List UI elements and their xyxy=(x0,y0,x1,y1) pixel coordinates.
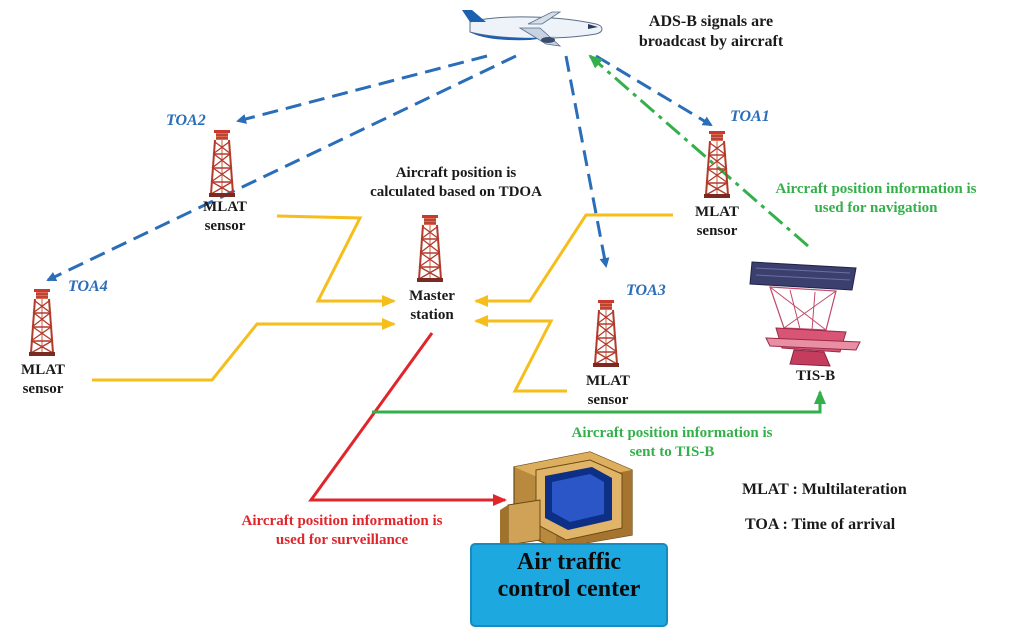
sensor-label-line1: MLAT xyxy=(695,204,739,220)
aircraft-caption-line2: broadcast by aircraft xyxy=(638,33,784,50)
adsb-signal-arrows xyxy=(46,54,713,282)
signal-to-toa1 xyxy=(595,54,713,127)
signal-to-toa4 xyxy=(46,54,517,282)
mlat-sensor-toa3-label: MLAT sensor xyxy=(573,372,643,410)
tisb-radar-icon xyxy=(749,261,861,367)
master-caption-line1: Aircraft position is xyxy=(395,165,517,181)
toa3-label: TOA3 xyxy=(626,282,666,299)
navigation-caption-line1: Aircraft position information is xyxy=(775,181,977,197)
atc-label-line1: Air traffic xyxy=(516,549,622,575)
master-label-line2: station xyxy=(410,306,454,323)
sensor-label-line2: sensor xyxy=(587,391,629,408)
master-label-line1: Master xyxy=(409,288,455,304)
sensor-label-line2: sensor xyxy=(204,217,246,234)
master-station-caption: Aircraft position is calculated based on… xyxy=(340,164,572,202)
mlat-sensor-toa1-label: MLAT sensor xyxy=(682,203,752,241)
atc-center-label: Air traffic control center xyxy=(470,549,668,603)
surveillance-caption: Aircraft position information is used fo… xyxy=(206,512,478,550)
link-sensor-top-right xyxy=(474,213,673,307)
link-sensor-left xyxy=(92,318,396,382)
atc-computer-icon xyxy=(500,451,633,550)
sensor-label-line1: MLAT xyxy=(586,373,630,389)
toa4-label: TOA4 xyxy=(68,278,108,295)
sensor-label-line1: MLAT xyxy=(21,362,65,378)
toa2-label: TOA2 xyxy=(166,112,206,129)
signal-to-toa2 xyxy=(236,54,488,124)
legend-toa: TOA : Time of arrival xyxy=(745,516,896,533)
link-sensor-bottom xyxy=(474,315,567,393)
sensor-label-line1: MLAT xyxy=(203,199,247,215)
sensor-label-line2: sensor xyxy=(22,380,64,397)
master-station-tower xyxy=(416,214,444,283)
mlat-sensor-toa4-label: MLAT sensor xyxy=(8,361,78,399)
mlat-tower-toa1 xyxy=(703,130,731,199)
tisb-caption: Aircraft position information is sent to… xyxy=(536,424,808,462)
tisb-arrow xyxy=(372,390,826,414)
aircraft-icon xyxy=(462,10,603,47)
toa1-label: TOA1 xyxy=(730,108,770,125)
surveillance-caption-line2: used for surveillance xyxy=(275,531,409,548)
surveillance-arrow xyxy=(308,332,507,506)
atc-label-line2: control center xyxy=(497,575,641,602)
legend-mlat: MLAT : Multilateration xyxy=(742,481,907,498)
link-sensor-top-left xyxy=(276,214,396,307)
navigation-caption: Aircraft position information is used fo… xyxy=(740,180,1012,218)
surveillance-caption-line1: Aircraft position information is xyxy=(241,513,443,529)
navigation-caption-line2: used for navigation xyxy=(814,199,938,216)
mlat-tower-toa4 xyxy=(28,288,56,357)
tisb-caption-line2: sent to TIS-B xyxy=(629,443,715,460)
diagram-canvas xyxy=(28,10,861,550)
aircraft-caption-line1: ADS-B signals are xyxy=(648,13,774,30)
tisb-caption-line1: Aircraft position information is xyxy=(571,425,773,441)
tisb-label: TIS-B xyxy=(796,368,836,384)
master-caption-line2: calculated based on TDOA xyxy=(370,183,542,200)
mlat-sensor-toa2-label: MLAT sensor xyxy=(190,198,260,236)
signal-to-toa3 xyxy=(564,55,610,268)
master-station-label: Master station xyxy=(392,287,472,325)
navigation-arrow xyxy=(588,54,809,248)
aircraft-caption: ADS-B signals are broadcast by aircraft xyxy=(616,12,806,52)
mlat-tower-toa2 xyxy=(208,129,236,198)
mlat-tower-toa3 xyxy=(592,299,620,368)
sensor-label-line2: sensor xyxy=(696,222,738,239)
sensor-data-links xyxy=(92,213,673,393)
